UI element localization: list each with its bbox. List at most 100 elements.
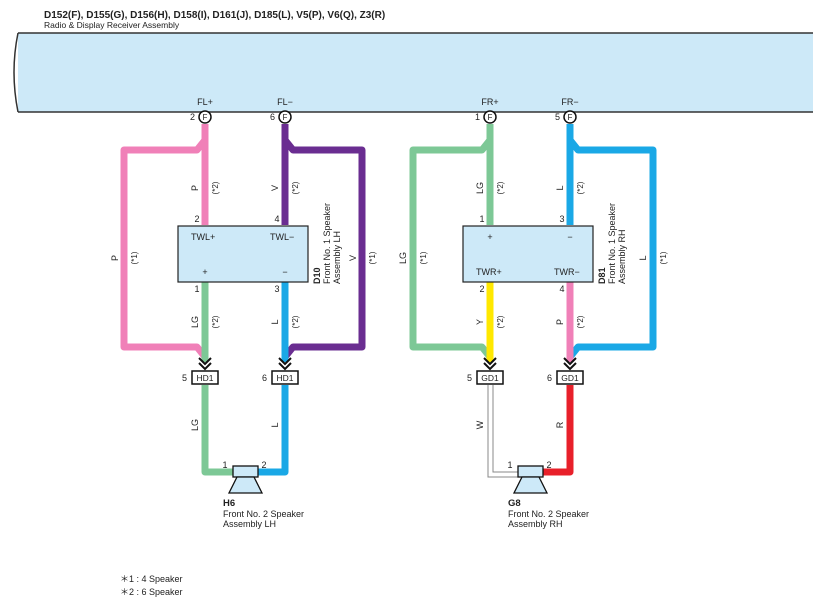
d10-bot-plus: + (202, 267, 207, 277)
right-wire-upper-plus: LG (475, 182, 485, 194)
d10-pin-top-plus: 2 (194, 214, 199, 224)
right-wire-outer-plus: LG (398, 252, 408, 264)
d81-pin-bot-plus: 2 (479, 284, 484, 294)
fr-minus-pin: 5 (555, 112, 560, 122)
d10-name1: Front No. 1 Speaker (322, 203, 332, 284)
left-wire-outer-minus: V (348, 255, 358, 261)
left-note-outer-minus: (*1) (368, 251, 377, 264)
wire-g8-plus-a (487, 385, 518, 478)
hd1-label-minus: HD1 (276, 373, 293, 383)
g8-pin-plus: 1 (507, 460, 512, 470)
right-note-upper-plus: (*2) (496, 181, 505, 194)
hd1-pin-minus: 6 (262, 373, 267, 383)
h6-speaker-icon (227, 465, 264, 494)
d81-bot-minus: TWR− (554, 267, 580, 277)
d10-speaker-box (177, 225, 309, 283)
g8-speaker-icon (512, 465, 549, 494)
connector-arrows (198, 357, 577, 371)
hd1-junction-plus (191, 370, 219, 385)
d10-pin-bot-plus: 1 (194, 284, 199, 294)
d10-top-minus: TWL− (270, 232, 294, 242)
right-note-lower-minus: (*2) (576, 315, 585, 328)
fr-plus-label: FR+ (481, 97, 498, 107)
fr-minus-label: FR− (561, 97, 578, 107)
right-wire-lower-plus: Y (475, 319, 485, 325)
g8-pin-minus: 2 (546, 460, 551, 470)
d81-pin-top-plus: 1 (479, 214, 484, 224)
wire-g8-minus (543, 385, 574, 476)
h6-name2: Assembly LH (223, 519, 276, 529)
right-note-outer-plus: (*1) (419, 251, 428, 264)
wire-h6-minus (258, 385, 289, 476)
left-wire-bottom-minus: L (270, 422, 280, 427)
gd1-junction-minus (556, 370, 584, 385)
d81-name1: Front No. 1 Speaker (607, 203, 617, 284)
wire-h6-plus (201, 385, 233, 476)
fr-minus-conn: F (568, 113, 573, 122)
h6-name1: Front No. 2 Speaker (223, 509, 304, 519)
fl-plus-conn: F (203, 113, 208, 122)
receiver-break-left (13, 32, 19, 113)
h6-pin-minus: 2 (261, 460, 266, 470)
right-wire-bottom-minus: R (555, 421, 565, 428)
fl-minus-label: FL− (277, 97, 293, 107)
fl-minus-terminal: F 6 FL− (270, 97, 293, 124)
fl-minus-pin: 6 (270, 112, 275, 122)
left-note-outer-plus: (*1) (130, 251, 139, 264)
left-note-lower-minus: (*2) (291, 315, 300, 328)
fr-plus-pin: 1 (475, 112, 480, 122)
d10-name2: Assembly LH (332, 231, 342, 284)
connector-list: D152(F), D155(G), D156(H), D158(I), D161… (44, 10, 385, 21)
left-wire-upper-plus: P (190, 185, 200, 191)
left-wire-upper-minus: V (270, 185, 280, 191)
gd1-label-minus: GD1 (561, 373, 579, 383)
gd1-pin-plus: 5 (467, 373, 472, 383)
d81-top-plus: + (487, 232, 492, 242)
g8-name2: Assembly RH (508, 519, 563, 529)
d10-bot-minus: − (282, 267, 287, 277)
right-note-outer-minus: (*1) (659, 251, 668, 264)
h6-pin-plus: 1 (222, 460, 227, 470)
footnote-1: ＊1 : 4 Speaker (120, 574, 183, 584)
g8-id: G8 (508, 498, 521, 509)
hd1-junction-minus (271, 370, 299, 385)
d81-id: D81 (597, 267, 607, 284)
gd1-junction-plus (476, 370, 504, 385)
gd1-label-plus: GD1 (481, 373, 499, 383)
d10-pin-top-minus: 4 (274, 214, 279, 224)
fl-minus-conn: F (283, 113, 288, 122)
right-note-upper-minus: (*2) (576, 181, 585, 194)
left-wire-lower-plus: LG (190, 316, 200, 328)
h6-id: H6 (223, 498, 235, 509)
hd1-pin-plus: 5 (182, 373, 187, 383)
wire-g8-plus-b (492, 385, 518, 473)
d81-bot-plus: TWR+ (476, 267, 502, 277)
hd1-label-plus: HD1 (196, 373, 213, 383)
assembly-name: Radio & Display Receiver Assembly (44, 20, 180, 30)
fl-plus-pin: 2 (190, 112, 195, 122)
right-wire-bottom-plus: W (475, 420, 485, 429)
left-note-upper-minus: (*2) (291, 181, 300, 194)
right-wire-outer-minus: L (638, 255, 648, 260)
right-wire-lower-minus: P (555, 319, 565, 325)
d10-top-plus: TWL+ (191, 232, 215, 242)
d81-pin-top-minus: 3 (559, 214, 564, 224)
fr-minus-terminal: F 5 FR− (555, 97, 579, 124)
left-note-lower-plus: (*2) (211, 315, 220, 328)
fr-plus-terminal: F 1 FR+ (475, 97, 499, 124)
left-wire-outer-plus: P (110, 255, 120, 261)
g8-name1: Front No. 2 Speaker (508, 509, 589, 519)
right-wire-upper-minus: L (555, 185, 565, 190)
footnote-2: ＊2 : 6 Speaker (120, 587, 183, 597)
d10-pin-bot-minus: 3 (274, 284, 279, 294)
left-wire-lower-minus: L (270, 319, 280, 324)
right-note-lower-plus: (*2) (496, 315, 505, 328)
receiver-body (18, 33, 813, 112)
fl-plus-terminal: F 2 FL+ (190, 97, 213, 124)
d81-speaker-box (462, 225, 594, 283)
gd1-pin-minus: 6 (547, 373, 552, 383)
d10-id: D10 (312, 267, 322, 284)
d81-top-minus: − (567, 232, 572, 242)
fl-plus-label: FL+ (197, 97, 213, 107)
